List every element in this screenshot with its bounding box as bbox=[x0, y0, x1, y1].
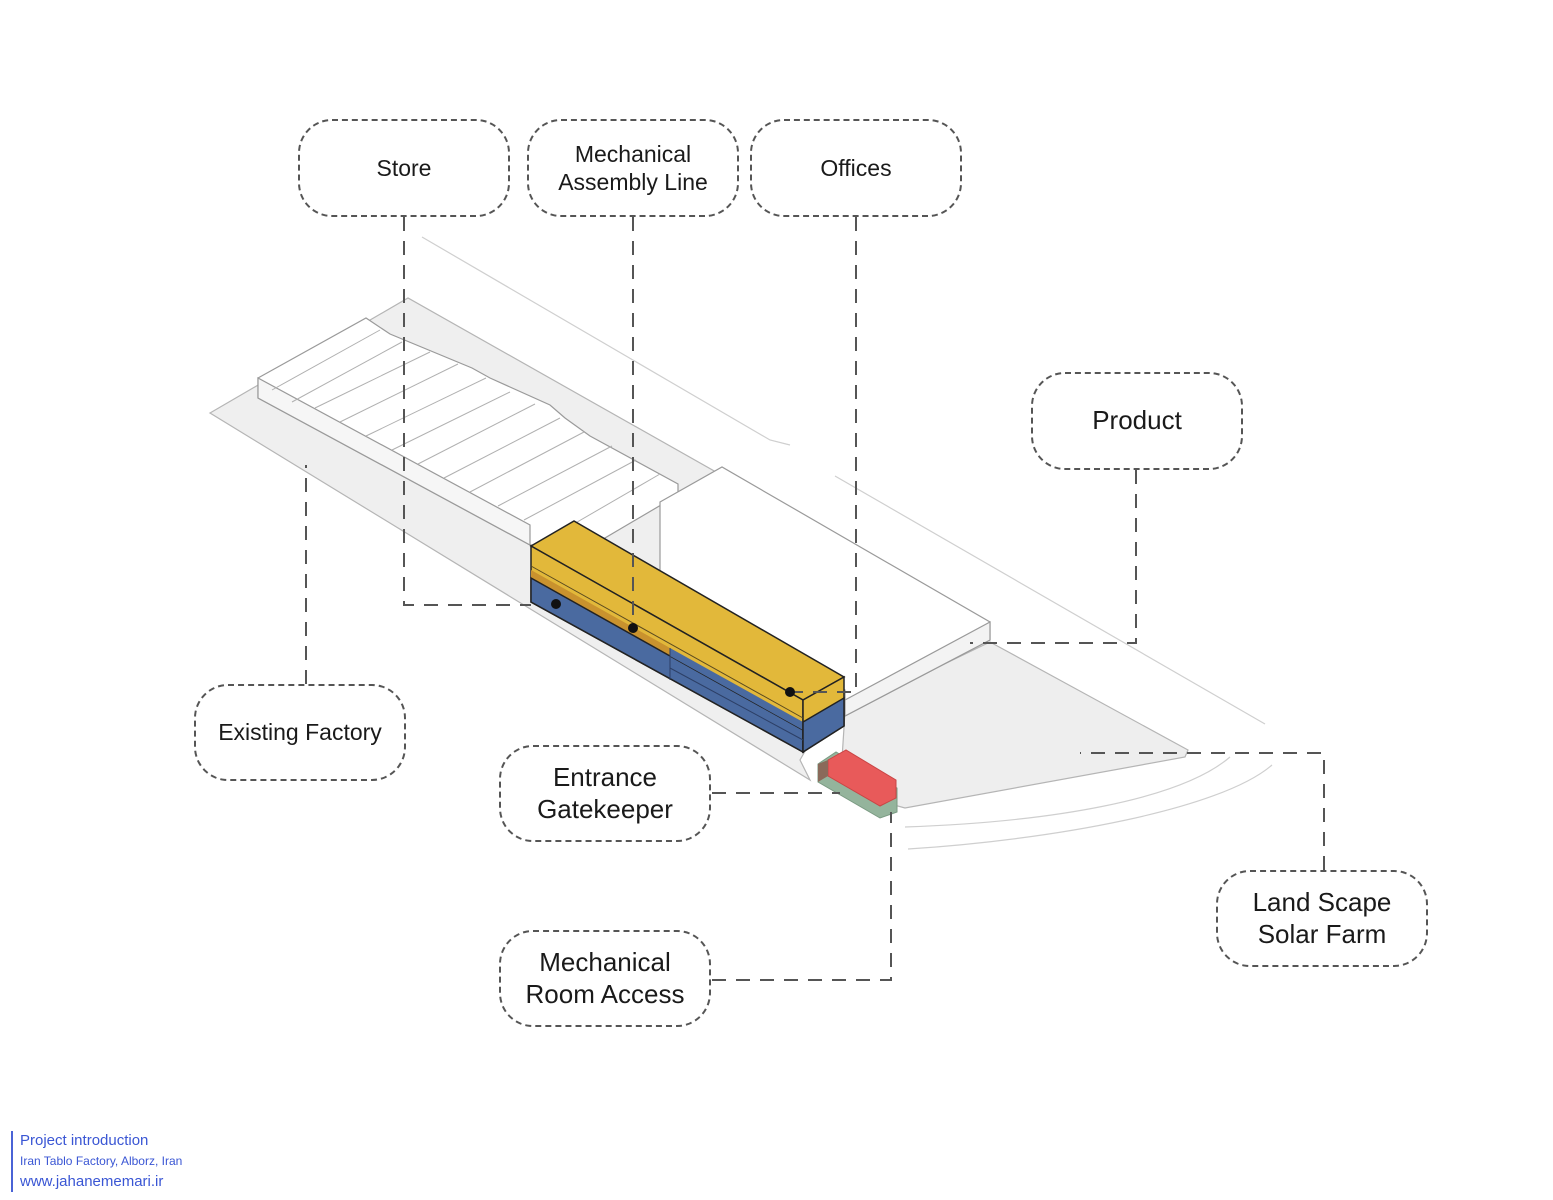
leader-mech-room bbox=[712, 812, 892, 981]
leader-dots bbox=[551, 599, 795, 697]
credit-project: Iran Tablo Factory, Alborz, Iran bbox=[20, 1154, 183, 1168]
label-store-text: Store bbox=[376, 154, 432, 181]
credit-block: Project introduction Iran Tablo Factory,… bbox=[11, 1131, 182, 1192]
dot-offices bbox=[785, 687, 795, 697]
label-mechanical-room-access: Mechanical Room Access bbox=[499, 930, 711, 1027]
leader-landscape bbox=[1080, 752, 1325, 870]
label-mech-room-line2: Room Access bbox=[525, 978, 685, 1009]
credit-website: www.jahanememari.ir bbox=[20, 1173, 164, 1190]
leader-store bbox=[403, 217, 531, 606]
label-landscape-solar-farm: Land Scape Solar Farm bbox=[1216, 870, 1428, 967]
gatekeeper-block bbox=[817, 749, 898, 819]
label-offices-text: Offices bbox=[820, 154, 892, 181]
leader-product bbox=[970, 470, 1137, 644]
label-mech-room-line1: Mechanical bbox=[539, 946, 671, 977]
label-offices: Offices bbox=[750, 119, 962, 217]
dot-assembly bbox=[628, 623, 638, 633]
label-gatekeeper-line1: Entrance bbox=[552, 761, 658, 792]
label-product-text: Product bbox=[1092, 405, 1182, 436]
label-mechanical-assembly-line: Mechanical Assembly Line bbox=[527, 119, 739, 217]
store-volume bbox=[531, 570, 670, 656]
label-entrance-gatekeeper: Entrance Gatekeeper bbox=[499, 745, 711, 842]
label-assembly-line1: Mechanical bbox=[574, 140, 692, 167]
main-block bbox=[529, 520, 846, 754]
label-existing-factory: Existing Factory bbox=[194, 684, 406, 781]
leader-lines bbox=[305, 217, 1325, 981]
factory-roof-lines bbox=[271, 329, 661, 533]
label-assembly-line2: Assembly Line bbox=[558, 169, 708, 195]
label-landscape-line1: Land Scape bbox=[1252, 886, 1392, 917]
dot-store bbox=[551, 599, 561, 609]
credit-title: Project introduction bbox=[20, 1132, 149, 1149]
label-product: Product bbox=[1031, 372, 1243, 470]
label-gatekeeper-line2: Gatekeeper bbox=[537, 793, 673, 824]
label-existing-factory-text: Existing Factory bbox=[218, 719, 382, 746]
label-store: Store bbox=[298, 119, 510, 217]
site-boundary bbox=[421, 236, 1273, 850]
label-landscape-line2: Solar Farm bbox=[1257, 918, 1387, 949]
